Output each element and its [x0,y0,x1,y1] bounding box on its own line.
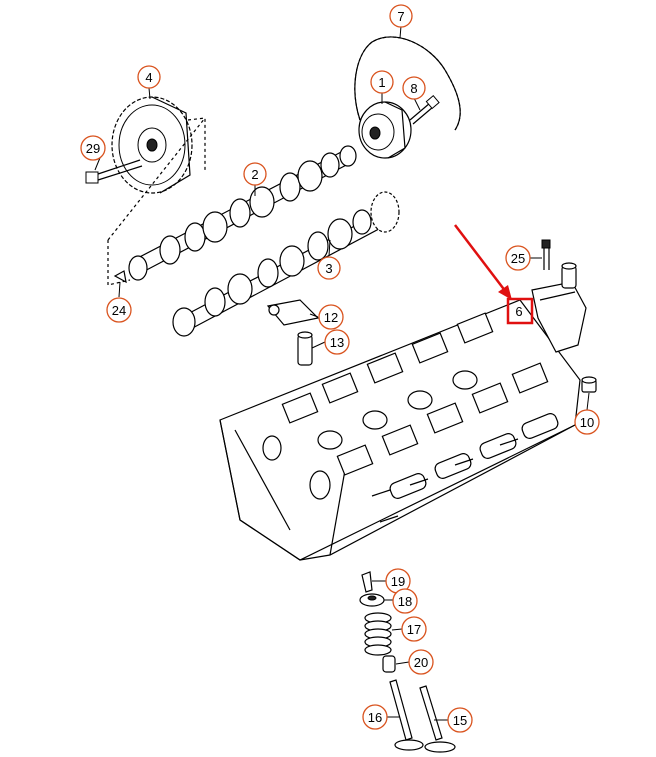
callout-18[interactable]: 18 [392,588,418,614]
callout-label: 1 [378,75,385,90]
callout-label: 8 [410,81,417,96]
highlight-box [506,297,534,325]
callout-8[interactable]: 8 [402,76,426,100]
bolt-29 [85,159,143,184]
callout-label: 19 [391,574,405,589]
cylinder-head [219,299,581,561]
camshaft-2 [107,117,357,286]
callout-label: 10 [580,415,594,430]
callout-label: 17 [407,622,421,637]
callout-3[interactable]: 3 [317,256,341,280]
callout-25[interactable]: 25 [505,245,531,271]
callout-29[interactable]: 29 [80,135,106,161]
callout-17[interactable]: 17 [401,616,427,642]
callout-label: 20 [414,655,428,670]
valve-keepers-19 [361,571,373,593]
callout-20[interactable]: 20 [408,649,434,675]
callout-label: 25 [511,251,525,266]
bolt-8 [409,95,440,125]
roller-rocker-12 [266,299,320,326]
callout-4[interactable]: 4 [137,65,161,89]
callout-2[interactable]: 2 [243,162,267,186]
callout-24[interactable]: 24 [106,297,132,323]
callout-label: 24 [112,303,126,318]
callout-label: 2 [251,167,258,182]
camshaft-sprocket [111,96,206,194]
key-24 [113,270,127,284]
hydraulic-lifter-13 [297,331,313,366]
callout-13[interactable]: 13 [324,329,350,355]
callout-12[interactable]: 12 [318,304,344,330]
callout-15[interactable]: 15 [447,707,473,733]
callout-6[interactable]: 6 [515,304,522,319]
callout-label: 16 [368,710,382,725]
callout-label: 15 [453,713,467,728]
leader-lines [94,25,590,721]
camshaft-3 [172,191,400,337]
callout-1[interactable]: 1 [370,70,394,94]
callout-label: 3 [325,261,332,276]
callout-label: 4 [145,70,152,85]
callout-7[interactable]: 7 [389,4,413,28]
camshaft-adjuster [358,101,412,159]
highlight-arrow [454,224,512,300]
intake-valve-15 [419,685,456,753]
timing-chain [354,36,461,131]
exhaust-valve-16 [389,679,424,751]
chain-tensioner [531,262,587,353]
callout-16[interactable]: 16 [362,704,388,730]
callout-label: 7 [397,9,404,24]
callout-label: 12 [324,310,338,325]
plug-10 [581,376,597,393]
spring-retainer-18 [359,593,385,607]
callout-label: 6 [515,304,522,319]
callout-label: 29 [86,141,100,156]
bolt-25 [541,239,551,270]
callout-label: 18 [398,594,412,609]
callout-10[interactable]: 10 [574,409,600,435]
valve-spring-17 [364,612,392,656]
callout-label: 13 [330,335,344,350]
valve-stem-seal-20 [382,655,396,673]
